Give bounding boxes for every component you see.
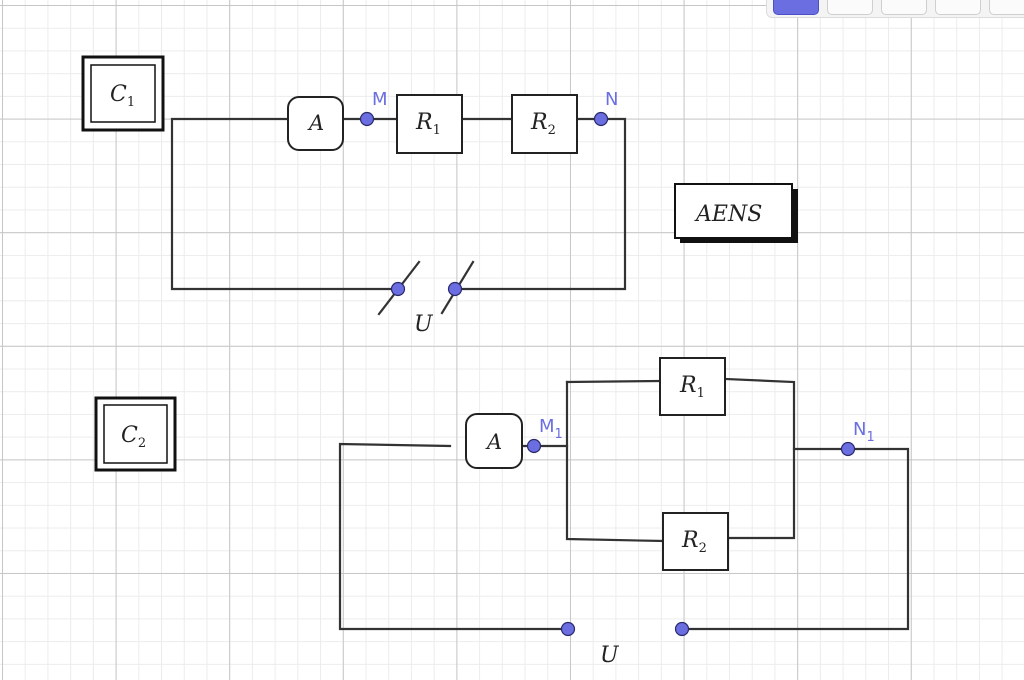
point-n[interactable] (593, 111, 609, 127)
aens-label-box[interactable]: AENS (674, 183, 798, 243)
point-m1[interactable] (526, 438, 542, 454)
circuit-2-wires (338, 377, 910, 631)
toolbar-button-5[interactable] (989, 0, 1024, 15)
ammeter-2-label: A (485, 430, 502, 454)
resistor-r1-circuit-1[interactable]: R1 (396, 94, 463, 154)
resistor-r2-label: R2 (530, 110, 556, 138)
wire-c1-right[interactable] (453, 117, 627, 291)
terminal-u-right[interactable] (447, 281, 463, 297)
wire-c2-branch-right[interactable] (723, 377, 796, 540)
circuit-1: C1 A R1 R2 (81, 55, 627, 337)
wire-c2-right[interactable] (680, 447, 910, 631)
resistor-r2-circuit-1[interactable]: R2 (511, 94, 578, 154)
circuit-2-label[interactable]: C2 (94, 396, 177, 472)
ammeter-1[interactable]: A (287, 96, 344, 151)
resistor-r2-label-2: R2 (681, 528, 707, 556)
wire-c2-left[interactable] (338, 442, 569, 631)
circuit-2: C2 A R1 R2 M (94, 357, 910, 668)
point-m-label: M (372, 89, 388, 110)
point-m[interactable] (359, 111, 375, 127)
terminal-u2-right[interactable] (674, 621, 690, 637)
resistor-r1-label: R1 (415, 110, 441, 138)
point-m1-label: M1 (539, 416, 563, 442)
point-n1-label: N1 (853, 419, 875, 445)
resistor-r1-label-2: R1 (679, 373, 705, 401)
wire-c2-to-r1[interactable] (565, 379, 662, 384)
voltage-u-label-2: U (600, 643, 620, 668)
aens-label-text: AENS (694, 202, 762, 227)
terminal-u2-left[interactable] (560, 621, 576, 637)
voltage-u-label-1: U (414, 312, 434, 337)
wire-c2-branch-left[interactable] (565, 380, 665, 543)
resistor-r2-circuit-2[interactable]: R2 (662, 512, 729, 571)
toolbar-button-4[interactable] (935, 0, 981, 15)
toolbar-button-2[interactable] (827, 0, 873, 15)
point-n-label: N (605, 89, 618, 110)
wire-c1-left[interactable] (170, 117, 399, 291)
point-n1[interactable] (840, 441, 856, 457)
ammeter-1-label: A (307, 111, 324, 135)
terminal-u-left[interactable] (390, 281, 406, 297)
move-tool-button[interactable] (773, 0, 819, 15)
resistor-r1-circuit-2[interactable]: R1 (659, 357, 726, 416)
ammeter-2[interactable]: A (465, 413, 523, 469)
circuit-2-label-text: C2 (121, 423, 146, 451)
toolbar-button-3[interactable] (881, 0, 927, 15)
circuit-1-label-text: C1 (110, 82, 135, 110)
toolbar (766, 0, 1024, 18)
circuit-1-label[interactable]: C1 (81, 55, 165, 132)
